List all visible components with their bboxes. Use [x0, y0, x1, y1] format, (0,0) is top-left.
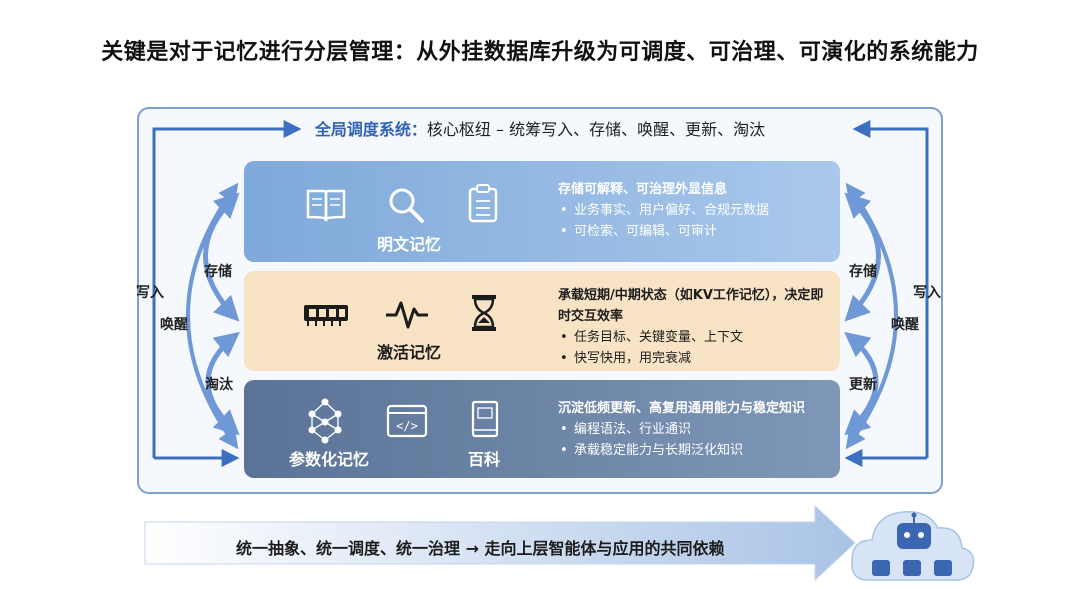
right-label-write: 写入 [913, 285, 941, 301]
layer-name-activation: 激活记忆 [376, 343, 441, 362]
cloud-robot-icon [851, 511, 975, 582]
left-label-write: 写入 [136, 285, 164, 301]
layer-desc-activation: 承载短期/中期状态（如KV工作记忆），决定即时交互效率 任务目标、关键变量、上下… [558, 285, 834, 369]
right-label-store: 存储 [849, 264, 877, 280]
svg-text:</>: </> [396, 419, 418, 433]
global-scheduler-desc: 核心枢纽 – 统筹写入、存储、唤醒、更新、淘汰 [426, 120, 766, 139]
bottom-summary: 统一抽象、统一调度、统一治理 → 走向上层智能体与应用的共同依赖 [236, 539, 725, 558]
hourglass-icon [472, 295, 496, 331]
left-top-arrow [152, 120, 302, 467]
layer-bullet: 承载稳定能力与长期泛化知识 [558, 440, 834, 461]
layer-desc-plaintext: 存储可解释、可治理外显信息 业务事实、用户偏好、合规元数据 可检索、可编辑、可审… [558, 179, 834, 242]
bottom-big-arrow [144, 504, 856, 582]
encyclopedia-book-icon [471, 400, 499, 438]
left-label-evict: 淘汰 [205, 377, 233, 393]
book-icon [306, 189, 346, 223]
right-label-recall: 唤醒 [891, 317, 919, 333]
right-curved-arrows [844, 182, 898, 450]
right-label-update: 更新 [849, 377, 877, 393]
layer-bullet: 可检索、可编辑、可审计 [558, 221, 834, 242]
left-curved-arrows [186, 182, 240, 450]
layer-desc-parametric: 沉淀低频更新、高复用通用能力与稳定知识 编程语法、行业通识 承载稳定能力与长期泛… [558, 398, 834, 461]
layer-head: 沉淀低频更新、高复用通用能力与稳定知识 [558, 401, 806, 416]
clipboard-checklist-icon [468, 184, 498, 223]
left-label-store: 存储 [204, 264, 232, 280]
layer-bullet: 任务目标、关键变量、上下文 [558, 327, 834, 348]
memory-chip-icon [304, 305, 348, 326]
global-scheduler-title: 全局调度系统：核心枢纽 – 统筹写入、存储、唤醒、更新、淘汰 [0, 116, 1080, 140]
layer-head: 存储可解释、可治理外显信息 [558, 182, 728, 197]
layer-parametric-memory: </> 参数化记忆 百科 沉淀低频更新、高复用通用能力与稳定知识 编程语法、行业… [244, 380, 840, 478]
magnifier-icon [389, 188, 424, 223]
layer-bullet: 编程语法、行业通识 [558, 419, 834, 440]
global-scheduler-name: 全局调度系统： [314, 120, 427, 139]
code-window-icon: </> [386, 404, 428, 438]
layer-bullet: 业务事实、用户偏好、合规元数据 [558, 200, 834, 221]
page-title: 关键是对于记忆进行分层管理：从外挂数据库升级为可调度、可治理、可演化的系统能力 [101, 40, 979, 65]
layer-name-parametric: 参数化记忆 [288, 450, 369, 469]
layer-plaintext-memory: 明文记忆 存储可解释、可治理外显信息 业务事实、用户偏好、合规元数据 可检索、可… [244, 161, 840, 262]
neural-network-icon [308, 398, 342, 444]
left-label-recall: 唤醒 [160, 317, 188, 333]
layer-head: 承载短期/中期状态（如KV工作记忆），决定即时交互效率 [558, 288, 824, 324]
layer-bullet: 快写快用，用完衰减 [558, 348, 834, 369]
layer-name-plaintext: 明文记忆 [376, 235, 441, 254]
layer-activation-memory: 激活记忆 承载短期/中期状态（如KV工作记忆），决定即时交互效率 任务目标、关键… [244, 271, 840, 371]
pulse-icon [386, 301, 428, 329]
layer-extra-label: 百科 [467, 450, 500, 469]
right-top-arrow [844, 120, 929, 467]
